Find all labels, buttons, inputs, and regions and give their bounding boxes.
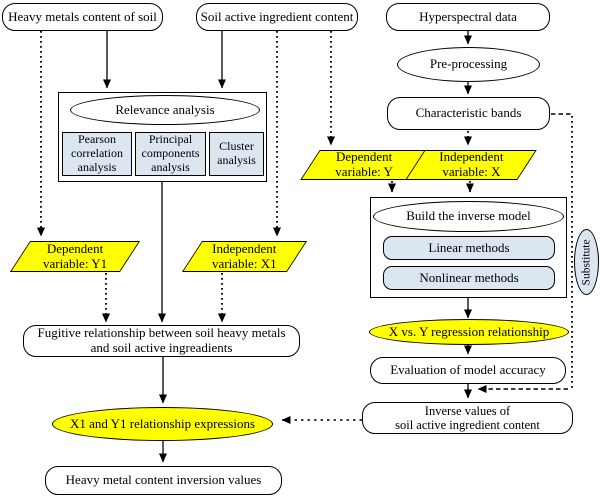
node-linear-methods: Linear methods xyxy=(383,236,555,260)
node-label: Dependent variable: Y xyxy=(334,149,393,179)
dashed-feedback-lines xyxy=(281,113,573,424)
node-xy-regression-relationship: X vs. Y regression relationship xyxy=(369,319,569,345)
node-pearson-correlation: Pearson correlation analysis xyxy=(62,132,132,176)
node-label: Pearson correlation analysis xyxy=(71,132,123,174)
node-heavy-metals-content: Heavy metals content of soil xyxy=(2,3,163,31)
node-label: Build the inverse model xyxy=(406,208,531,224)
node-build-inverse-model: Build the inverse model xyxy=(373,201,564,232)
node-evaluation-model-accuracy: Evaluation of model accuracy xyxy=(370,357,566,384)
node-hyperspectral-data: Hyperspectral data xyxy=(386,3,550,31)
node-heavy-metal-inversion-values: Heavy metal content inversion values xyxy=(45,466,282,495)
node-label: Evaluation of model accuracy xyxy=(390,362,546,378)
node-label: Fugitive relationship between soil heavy… xyxy=(37,325,286,355)
node-label: Substitute xyxy=(580,238,593,286)
node-label: Pre-processing xyxy=(429,56,508,72)
parallelogram-independent-variable-x: Independent variable: X xyxy=(405,149,537,180)
node-nonlinear-methods: Nonlinear methods xyxy=(383,266,555,290)
node-label: Linear methods xyxy=(428,239,510,255)
node-label: Independent variable: X xyxy=(438,149,504,179)
solid-arrows xyxy=(103,31,472,463)
node-inverse-values: Inverse values of soil active ingredient… xyxy=(362,402,573,434)
node-label: Cluster analysis xyxy=(217,139,256,167)
node-soil-active-ingredient: Soil active ingredient content xyxy=(196,3,358,31)
node-label: Heavy metal content inversion values xyxy=(65,472,262,488)
node-cluster-analysis: Cluster analysis xyxy=(209,132,264,176)
node-label: Inverse values of soil active ingredient… xyxy=(395,404,540,432)
node-label: Soil active ingredient content xyxy=(200,8,354,24)
node-x1y1-relationship-expressions: X1 and Y1 relationship expressions xyxy=(52,407,273,441)
node-label: X vs. Y regression relationship xyxy=(388,323,550,339)
node-substitute: Substitute xyxy=(574,229,599,295)
node-label: Independent variable: X1 xyxy=(212,240,277,271)
node-label: Principal components analysis xyxy=(141,132,200,174)
node-principal-components: Principal components analysis xyxy=(135,132,206,176)
parallelogram-independent-variable-x1: Independent variable: X1 xyxy=(181,240,308,272)
node-relevance-analysis: Relevance analysis xyxy=(70,95,260,125)
parallelogram-dependent-variable-y1: Dependent variable: Y1 xyxy=(9,240,141,272)
node-label: Characteristic bands xyxy=(415,105,522,121)
node-label: Nonlinear methods xyxy=(419,269,519,285)
node-label: Hyperspectral data xyxy=(419,8,517,24)
node-label: X1 and Y1 relationship expressions xyxy=(69,415,256,431)
node-preprocessing: Pre-processing xyxy=(397,47,540,82)
node-label: Dependent variable: Y1 xyxy=(42,240,108,271)
node-label: Heavy metals content of soil xyxy=(8,8,157,24)
node-characteristic-bands: Characteristic bands xyxy=(387,97,550,130)
node-label: Relevance analysis xyxy=(115,101,215,117)
node-fugitive-relationship: Fugitive relationship between soil heavy… xyxy=(23,325,300,357)
dotted-arrows xyxy=(37,31,474,323)
